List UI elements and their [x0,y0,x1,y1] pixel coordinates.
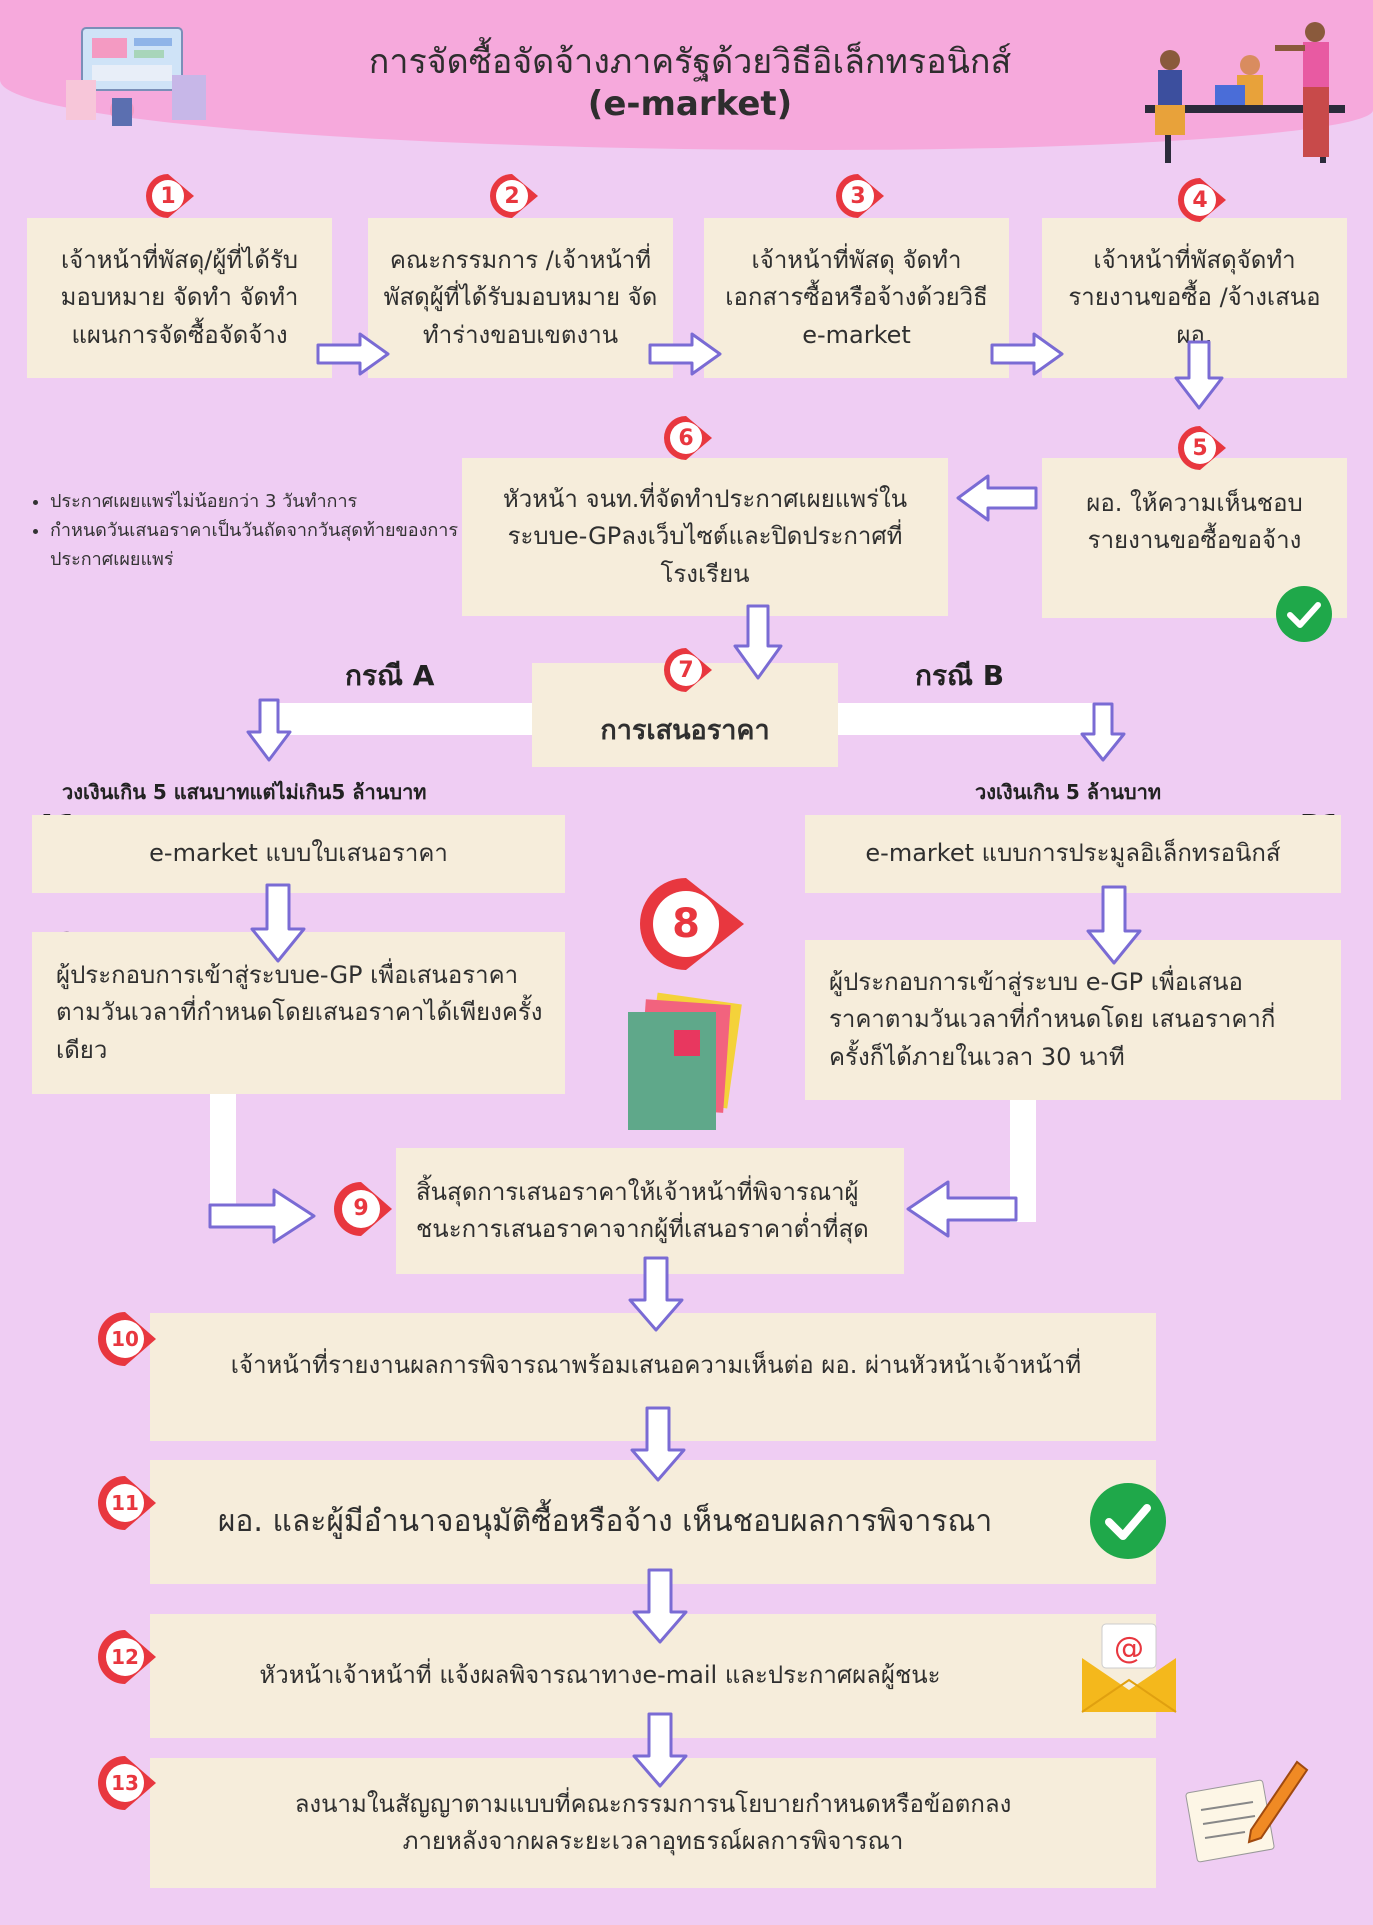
announcement-notes: ประกาศเผยแพร่ไม่น้อยกว่า 3 วันทำการ กำหน… [28,488,460,574]
checkmark-icon [1090,1483,1166,1559]
a2-box: ผู้ประกอบการเข้าสู่ระบบe-GP เพื่อเสนอราค… [32,932,565,1094]
step-3-box: เจ้าหน้าที่พัสดุ จัดทำเอกสารซื้อหรือจ้าง… [704,218,1009,378]
b2-box: ผู้ประกอบการเข้าสู่ระบบ e-GP เพื่อเสนอรา… [805,940,1341,1100]
step-13-line1: ลงนามในสัญญาตามแบบที่คณะกรรมการนโยบายกำห… [294,1789,1012,1818]
email-icon: @ [1081,1623,1177,1713]
a1-text: e-market แบบใบเสนอราคา [149,839,448,868]
step-3-badge: 3 [836,172,886,222]
case-a-label: กรณี A [345,659,435,692]
step-10-text: เจ้าหน้าที่รายงานผลการพิจารณาพร้อมเสนอคว… [230,1351,1082,1380]
step-4-badge: 4 [1178,176,1228,226]
step-11-badge: 11 [98,1474,158,1534]
step-2-badge: 2 [490,172,540,222]
step-13-badge: 13 [98,1754,158,1814]
step-10-badge: 10 [98,1310,158,1370]
connector-line [270,703,540,735]
checkmark-icon [1276,586,1332,642]
arrow-left-icon [956,474,1038,522]
step-9-box: สิ้นสุดการเสนอราคาให้เจ้าหน้าที่พิจารณาผ… [396,1148,904,1274]
arrow-down-icon [246,698,292,762]
arrow-down-icon [632,1712,688,1788]
step-2-number: 2 [504,184,520,209]
step-7-badge: 7 [664,646,714,696]
step-13-number: 13 [111,1771,139,1795]
arrow-down-icon [733,604,783,680]
signing-icon [1185,1760,1309,1863]
dashboard-icon [66,27,206,126]
arrow-right-icon [648,332,722,376]
step-9-text: สิ้นสุดการเสนอราคาให้เจ้าหน้าที่พิจารณาผ… [416,1177,869,1243]
arrow-down-icon [1080,702,1126,762]
a1-box: e-market แบบใบเสนอราคา [32,815,565,893]
step-2-text: คณะกรรมการ /เจ้าหน้าที่พัสดุผู้ที่ได้รับ… [383,246,658,349]
page-subtitle: (e-market) [587,84,793,124]
step-7-text: การเสนอราคา [600,715,770,747]
people-working-icon [1145,22,1345,163]
arrow-right-icon [990,332,1064,376]
b1-text: e-market แบบการประมูลอิเล็กทรอนิกส์ [865,839,1281,868]
step-6-number: 6 [678,426,694,451]
arrow-right-icon [208,1188,316,1244]
step-1-box: เจ้าหน้าที่พัสดุ/ผู้ที่ได้รับมอบหมาย จัด… [27,218,332,378]
a2-text: ผู้ประกอบการเข้าสู่ระบบe-GP เพื่อเสนอราค… [56,961,543,1064]
step-5-badge: 5 [1178,424,1228,474]
step-10-number: 10 [111,1327,139,1351]
step-9-badge: 9 [334,1180,394,1240]
step-4-text: เจ้าหน้าที่พัสดุจัดทำรายงานขอซื้อ /จ้างเ… [1068,246,1321,349]
b2-text: ผู้ประกอบการเข้าสู่ระบบ e-GP เพื่อเสนอรา… [829,968,1276,1071]
step-5-number: 5 [1192,436,1208,461]
step-1-badge: 1 [146,172,196,222]
step-11-text: ผอ. และผู้มีอำนาจอนุมัติซื้อหรือจ้าง เห็… [217,1503,993,1539]
step-8-number: 8 [672,901,700,947]
arrow-right-icon [316,332,390,376]
connector-line [838,703,1104,735]
case-b-label: กรณี B [915,659,1005,692]
step-8-badge: 8 [638,874,748,974]
note-item: กำหนดวันเสนอราคาเป็นวันถัดจากวันสุดท้ายข… [50,517,460,575]
step-2-box: คณะกรรมการ /เจ้าหน้าที่พัสดุผู้ที่ได้รับ… [368,218,673,378]
connector-line [210,1091,236,1207]
step-6-box: หัวหน้า จนท.ที่จัดทำประกาศเผยแพร่ในระบบe… [462,458,948,616]
arrow-down-icon [628,1256,684,1332]
step-11-number: 11 [111,1491,139,1515]
step-3-text: เจ้าหน้าที่พัสดุ จัดทำเอกสารซื้อหรือจ้าง… [725,246,988,349]
step-3-number: 3 [850,184,866,209]
step-12-text: หัวหน้าเจ้าหน้าที่ แจ้งผลพิจารณาทางe-mai… [259,1661,941,1690]
page-title: การจัดซื้อจัดจ้างภาครัฐด้วยวิธีอิเล็กทรอ… [368,42,1012,82]
step-11-box: ผอ. และผู้มีอำนาจอนุมัติซื้อหรือจ้าง เห็… [150,1460,1156,1584]
documents-icon [628,992,742,1130]
case-b-budget: วงเงินเกิน 5 ล้านบาท [975,780,1161,804]
step-6-badge: 6 [664,414,714,464]
arrow-down-icon [1174,340,1224,410]
step-12-number: 12 [111,1645,139,1669]
svg-text:@: @ [1114,1631,1144,1666]
step-5-text: ผอ. ให้ความเห็นชอบรายงานขอซื้อขอจ้าง [1086,488,1303,554]
step-1-number: 1 [160,184,176,209]
header-banner [0,0,1373,150]
case-a-budget: วงเงินเกิน 5 แสนบาทแต่ไม่เกิน5 ล้านบาท [62,780,427,804]
arrow-down-icon [630,1406,686,1482]
arrow-down-icon [250,883,306,963]
step-4-number: 4 [1192,188,1208,213]
note-item: ประกาศเผยแพร่ไม่น้อยกว่า 3 วันทำการ [50,488,460,517]
step-9-number: 9 [353,1196,369,1221]
step-13-line2: ภายหลังจากผลระยะเวลาอุทธรณ์ผลการพิจารณา [402,1827,904,1855]
step-1-text: เจ้าหน้าที่พัสดุ/ผู้ที่ได้รับมอบหมาย จัด… [60,246,299,349]
arrow-down-icon [1086,885,1142,965]
arrow-left-icon [906,1180,1018,1238]
step-7-number: 7 [678,658,694,683]
step-12-badge: 12 [98,1628,158,1688]
b1-box: e-market แบบการประมูลอิเล็กทรอนิกส์ [805,815,1341,893]
step-6-text: หัวหน้า จนท.ที่จัดทำประกาศเผยแพร่ในระบบe… [502,485,908,588]
arrow-down-icon [632,1568,688,1644]
